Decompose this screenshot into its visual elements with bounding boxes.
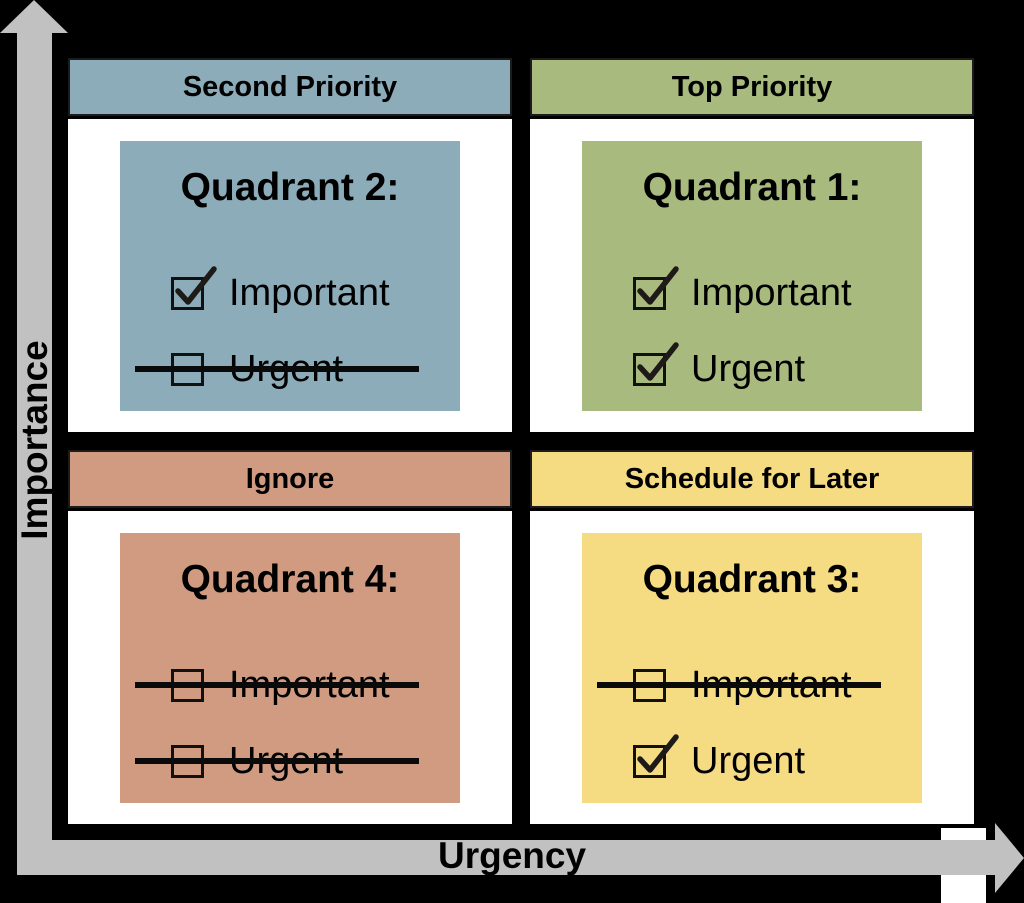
checklist-item: Important xyxy=(633,265,922,317)
quadrant-1-header: Top Priority xyxy=(530,58,974,116)
checkmark-icon xyxy=(637,265,679,305)
quadrant-1-items: Important Urgent xyxy=(633,265,922,393)
importance-axis-arrow-icon xyxy=(0,0,68,33)
checklist-item: Urgent xyxy=(633,341,922,393)
quadrant-3-cell: Schedule for Later Quadrant 3: Important xyxy=(530,450,974,824)
importance-axis-line xyxy=(17,30,52,875)
quadrant-3-items: Important Urgent xyxy=(597,661,922,785)
urgency-axis-arrow-icon xyxy=(995,823,1024,893)
strikethrough-line xyxy=(597,682,881,688)
quadrant-4-cell: Ignore Quadrant 4: Important xyxy=(68,450,512,824)
checklist-item: Important xyxy=(597,661,922,709)
quadrant-1-body: Quadrant 1: Important Urgent xyxy=(530,119,974,432)
importance-axis-label: Importance xyxy=(14,340,55,540)
quadrant-3-inner-box: Quadrant 3: Important Urgent xyxy=(582,533,922,803)
quadrant-1-cell: Top Priority Quadrant 1: Important xyxy=(530,58,974,432)
quadrant-2-title: Quadrant 2: xyxy=(180,166,400,209)
quadrant-2-header: Second Priority xyxy=(68,58,512,116)
checklist-item: Urgent xyxy=(633,733,922,785)
quadrant-3-header: Schedule for Later xyxy=(530,450,974,508)
checkmark-icon xyxy=(637,733,679,773)
strikethrough-line xyxy=(135,758,419,764)
checkbox-icon xyxy=(633,341,679,386)
strikethrough-line xyxy=(135,366,419,372)
item-label: Important xyxy=(691,271,852,314)
quadrant-1-title: Quadrant 1: xyxy=(642,166,862,209)
quadrant-3-title: Quadrant 3: xyxy=(642,558,862,601)
checklist-item: Urgent xyxy=(135,345,460,393)
quadrant-4-header: Ignore xyxy=(68,450,512,508)
strikethrough-line xyxy=(135,682,419,688)
quadrant-2-body: Quadrant 2: Important Urgent xyxy=(68,119,512,432)
quadrant-3-body: Quadrant 3: Important Urgent xyxy=(530,511,974,824)
urgency-axis-line xyxy=(17,840,995,875)
quadrant-4-title: Quadrant 4: xyxy=(180,558,400,601)
checklist-item: Urgent xyxy=(135,737,460,785)
quadrant-1-inner-box: Quadrant 1: Important Urgent xyxy=(582,141,922,411)
quadrant-2-items: Important Urgent xyxy=(135,265,460,393)
checkmark-icon xyxy=(175,265,217,305)
quadrant-4-items: Important Urgent xyxy=(135,661,460,785)
checkbox-icon xyxy=(171,265,217,310)
quadrant-2-inner-box: Quadrant 2: Important Urgent xyxy=(120,141,460,411)
item-label: Urgent xyxy=(691,739,806,782)
quadrant-4-body: Quadrant 4: Important Urgent xyxy=(68,511,512,824)
item-label: Important xyxy=(229,271,390,314)
checkbox-icon xyxy=(633,733,679,778)
checkmark-icon xyxy=(637,341,679,381)
urgency-axis-label: Urgency xyxy=(437,835,587,876)
quadrant-2-cell: Second Priority Quadrant 2: Important xyxy=(68,58,512,432)
item-label: Urgent xyxy=(691,347,806,390)
quadrant-4-inner-box: Quadrant 4: Important Urgent xyxy=(120,533,460,803)
checkbox-icon xyxy=(633,265,679,310)
checklist-item: Important xyxy=(171,265,460,317)
checklist-item: Important xyxy=(135,661,460,709)
